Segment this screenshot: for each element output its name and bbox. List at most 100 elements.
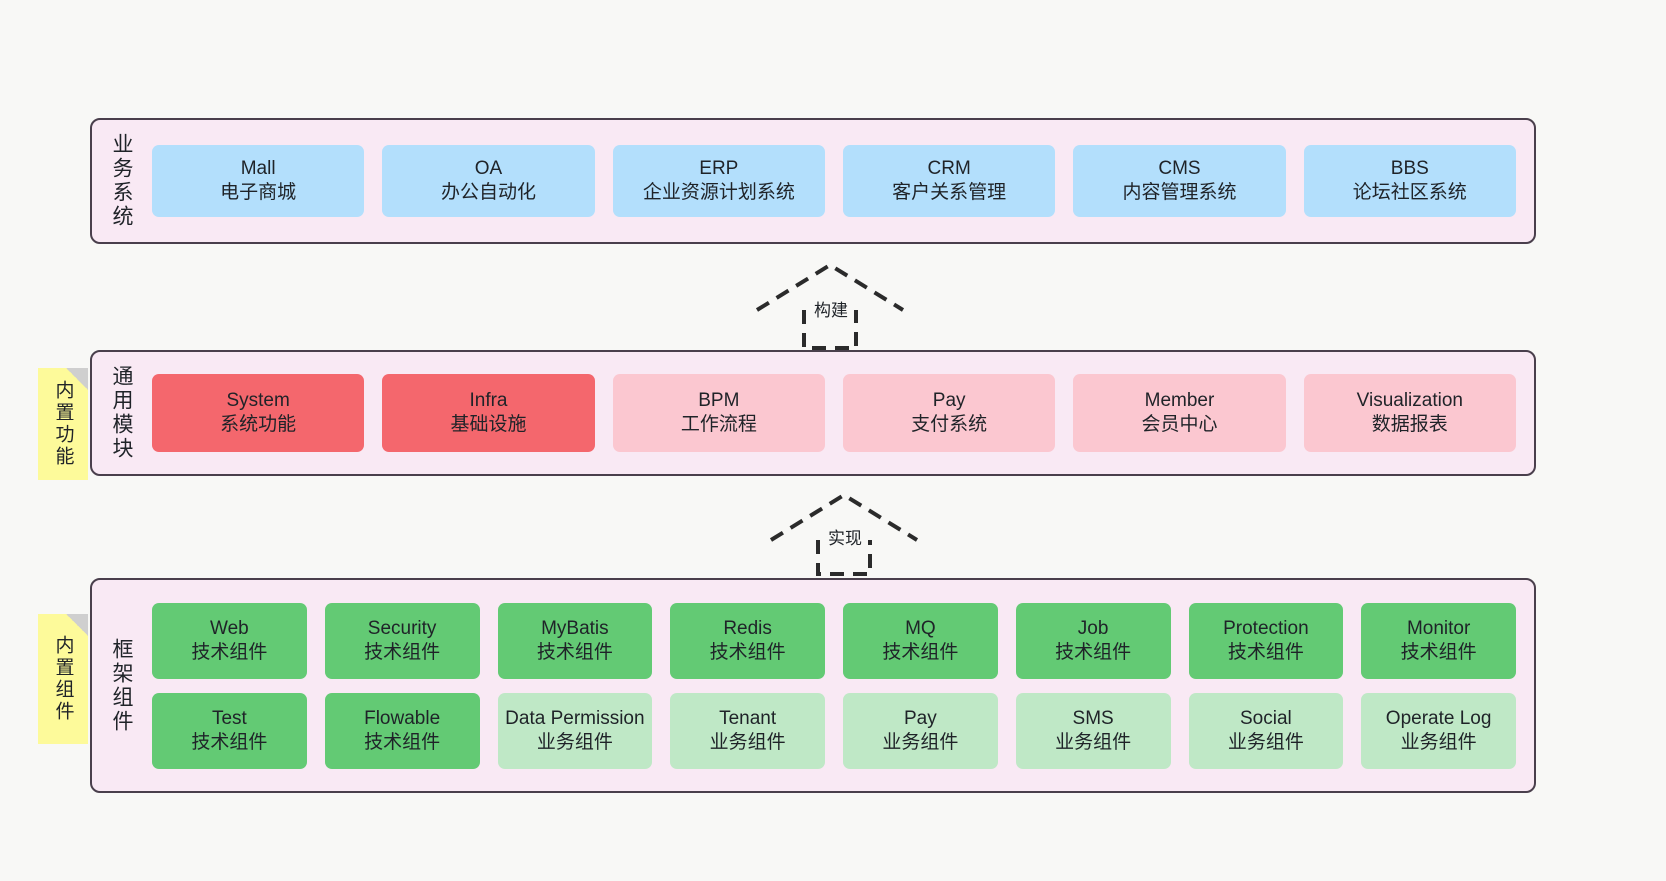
module-name: Member	[1144, 390, 1215, 412]
module-name: Protection	[1223, 617, 1309, 639]
module-card-flowable[interactable]: Flowable 技术组件	[324, 692, 480, 769]
module-subtitle: 工作流程	[680, 414, 757, 435]
module-subtitle: 论坛社区系统	[1352, 182, 1467, 203]
relation-implement: 实现	[766, 490, 946, 576]
layer-row: Web 技术组件 Security 技术组件 MyBatis 技术组件 Redi…	[152, 602, 1516, 679]
layer-body-framework: Web 技术组件 Security 技术组件 MyBatis 技术组件 Redi…	[138, 580, 1534, 791]
module-name: Operate Log	[1385, 707, 1492, 729]
module-subtitle: 技术组件	[1227, 641, 1304, 663]
module-subtitle: 技术组件	[882, 641, 959, 663]
module-name: BPM	[698, 390, 740, 412]
module-name: OA	[474, 158, 503, 180]
module-card-security[interactable]: Security 技术组件	[324, 602, 480, 679]
layer-business-systems: 业务系统 Mall 电子商城 OA 办公自动化 ERP 企业资源计划系统 CRM…	[90, 118, 1536, 244]
module-name: Test	[211, 707, 247, 729]
module-subtitle: 技术组件	[191, 731, 268, 753]
module-subtitle: 业务组件	[536, 731, 613, 753]
module-card-tenant[interactable]: Tenant 业务组件	[670, 692, 825, 769]
module-name: System	[226, 390, 290, 412]
module-subtitle: 系统功能	[220, 414, 297, 435]
module-name: BBS	[1390, 158, 1429, 180]
module-card-mq[interactable]: MQ 技术组件	[843, 602, 998, 679]
module-name: Security	[367, 617, 437, 639]
module-card-crm[interactable]: CRM 客户关系管理	[842, 145, 1056, 217]
module-subtitle: 技术组件	[191, 641, 268, 663]
module-card-web[interactable]: Web 技术组件	[152, 602, 307, 679]
module-subtitle: 技术组件	[1400, 641, 1477, 663]
relation-build: 构建	[752, 258, 932, 350]
module-card-erp[interactable]: ERP 企业资源计划系统	[612, 145, 825, 217]
module-card-infra[interactable]: Infra 基础设施	[382, 374, 595, 452]
module-subtitle: 客户关系管理	[892, 182, 1007, 203]
module-card-visualization[interactable]: Visualization 数据报表	[1303, 374, 1516, 452]
module-subtitle: 技术组件	[709, 641, 786, 663]
layer-common-modules: 通用模块 System 系统功能 Infra 基础设施 BPM 工作流程 Pay…	[90, 350, 1536, 476]
module-card-mall[interactable]: Mall 电子商城	[152, 145, 365, 217]
sticky-note-builtin-features: 内置功能	[38, 368, 88, 480]
module-name: Data Permission	[505, 707, 645, 729]
relation-label-build: 构建	[814, 301, 848, 320]
module-subtitle: 技术组件	[364, 641, 441, 663]
layer-body-common: System 系统功能 Infra 基础设施 BPM 工作流程 Pay 支付系统…	[138, 352, 1534, 474]
module-name: Pay	[932, 390, 966, 412]
layer-framework-components: 框架组件 Web 技术组件 Security 技术组件 MyBatis 技术组件…	[90, 578, 1536, 793]
module-name: Visualization	[1356, 390, 1463, 412]
module-card-oa[interactable]: OA 办公自动化	[382, 145, 595, 217]
layer-body-business: Mall 电子商城 OA 办公自动化 ERP 企业资源计划系统 CRM 客户关系…	[138, 120, 1534, 242]
module-card-bbs[interactable]: BBS 论坛社区系统	[1303, 145, 1516, 217]
module-card-test[interactable]: Test 技术组件	[152, 692, 307, 769]
module-card-pay[interactable]: Pay 支付系统	[842, 374, 1056, 452]
module-name: Job	[1077, 617, 1109, 639]
layer-row: System 系统功能 Infra 基础设施 BPM 工作流程 Pay 支付系统…	[152, 374, 1516, 452]
module-subtitle: 技术组件	[364, 731, 441, 753]
module-card-protection[interactable]: Protection 技术组件	[1188, 602, 1344, 679]
module-name: CRM	[927, 158, 971, 180]
layer-title-business: 业务系统	[110, 133, 134, 229]
layer-row: Test 技术组件 Flowable 技术组件 Data Permission …	[152, 692, 1516, 769]
module-subtitle: 业务组件	[709, 731, 786, 753]
module-name: Mall	[240, 158, 276, 180]
layer-title-common: 通用模块	[110, 365, 134, 461]
module-subtitle: 数据报表	[1371, 414, 1448, 435]
module-card-pay-business[interactable]: Pay 业务组件	[843, 692, 998, 769]
module-subtitle: 会员中心	[1141, 414, 1218, 435]
module-subtitle: 电子商城	[220, 182, 297, 203]
module-card-member[interactable]: Member 会员中心	[1073, 374, 1286, 452]
module-card-system[interactable]: System 系统功能	[152, 374, 365, 452]
module-subtitle: 企业资源计划系统	[642, 182, 795, 203]
module-card-cms[interactable]: CMS 内容管理系统	[1073, 145, 1286, 217]
module-name: Pay	[904, 707, 937, 729]
module-card-job[interactable]: Job 技术组件	[1015, 602, 1171, 679]
module-card-operate-log[interactable]: Operate Log 业务组件	[1361, 692, 1516, 769]
sticky-note-builtin-components: 内置组件	[38, 614, 88, 744]
module-subtitle: 办公自动化	[440, 182, 536, 203]
module-subtitle: 技术组件	[1055, 641, 1132, 663]
layer-row: Mall 电子商城 OA 办公自动化 ERP 企业资源计划系统 CRM 客户关系…	[152, 145, 1516, 217]
module-subtitle: 业务组件	[1055, 731, 1132, 753]
module-name: MyBatis	[541, 617, 609, 639]
generalization-arrow-icon	[769, 492, 919, 576]
module-name: Monitor	[1406, 617, 1471, 639]
module-subtitle: 业务组件	[1227, 731, 1304, 753]
module-name: Infra	[469, 390, 508, 412]
module-card-redis[interactable]: Redis 技术组件	[670, 602, 825, 679]
module-card-data-permission[interactable]: Data Permission 业务组件	[497, 692, 653, 769]
relation-label-implement: 实现	[828, 529, 862, 548]
module-card-bpm[interactable]: BPM 工作流程	[612, 374, 825, 452]
module-name: ERP	[699, 158, 739, 180]
module-card-mybatis[interactable]: MyBatis 技术组件	[497, 602, 653, 679]
module-subtitle: 业务组件	[882, 731, 959, 753]
module-subtitle: 内容管理系统	[1122, 182, 1237, 203]
module-subtitle: 支付系统	[911, 414, 988, 435]
module-card-social[interactable]: Social 业务组件	[1188, 692, 1344, 769]
module-subtitle: 业务组件	[1400, 731, 1477, 753]
generalization-arrow-icon	[755, 262, 905, 350]
module-card-sms[interactable]: SMS 业务组件	[1015, 692, 1171, 769]
module-name: MQ	[905, 617, 936, 639]
module-name: Flowable	[364, 707, 441, 729]
module-card-monitor[interactable]: Monitor 技术组件	[1361, 602, 1516, 679]
module-name: SMS	[1072, 707, 1114, 729]
module-name: CMS	[1158, 158, 1201, 180]
module-subtitle: 基础设施	[450, 414, 527, 435]
